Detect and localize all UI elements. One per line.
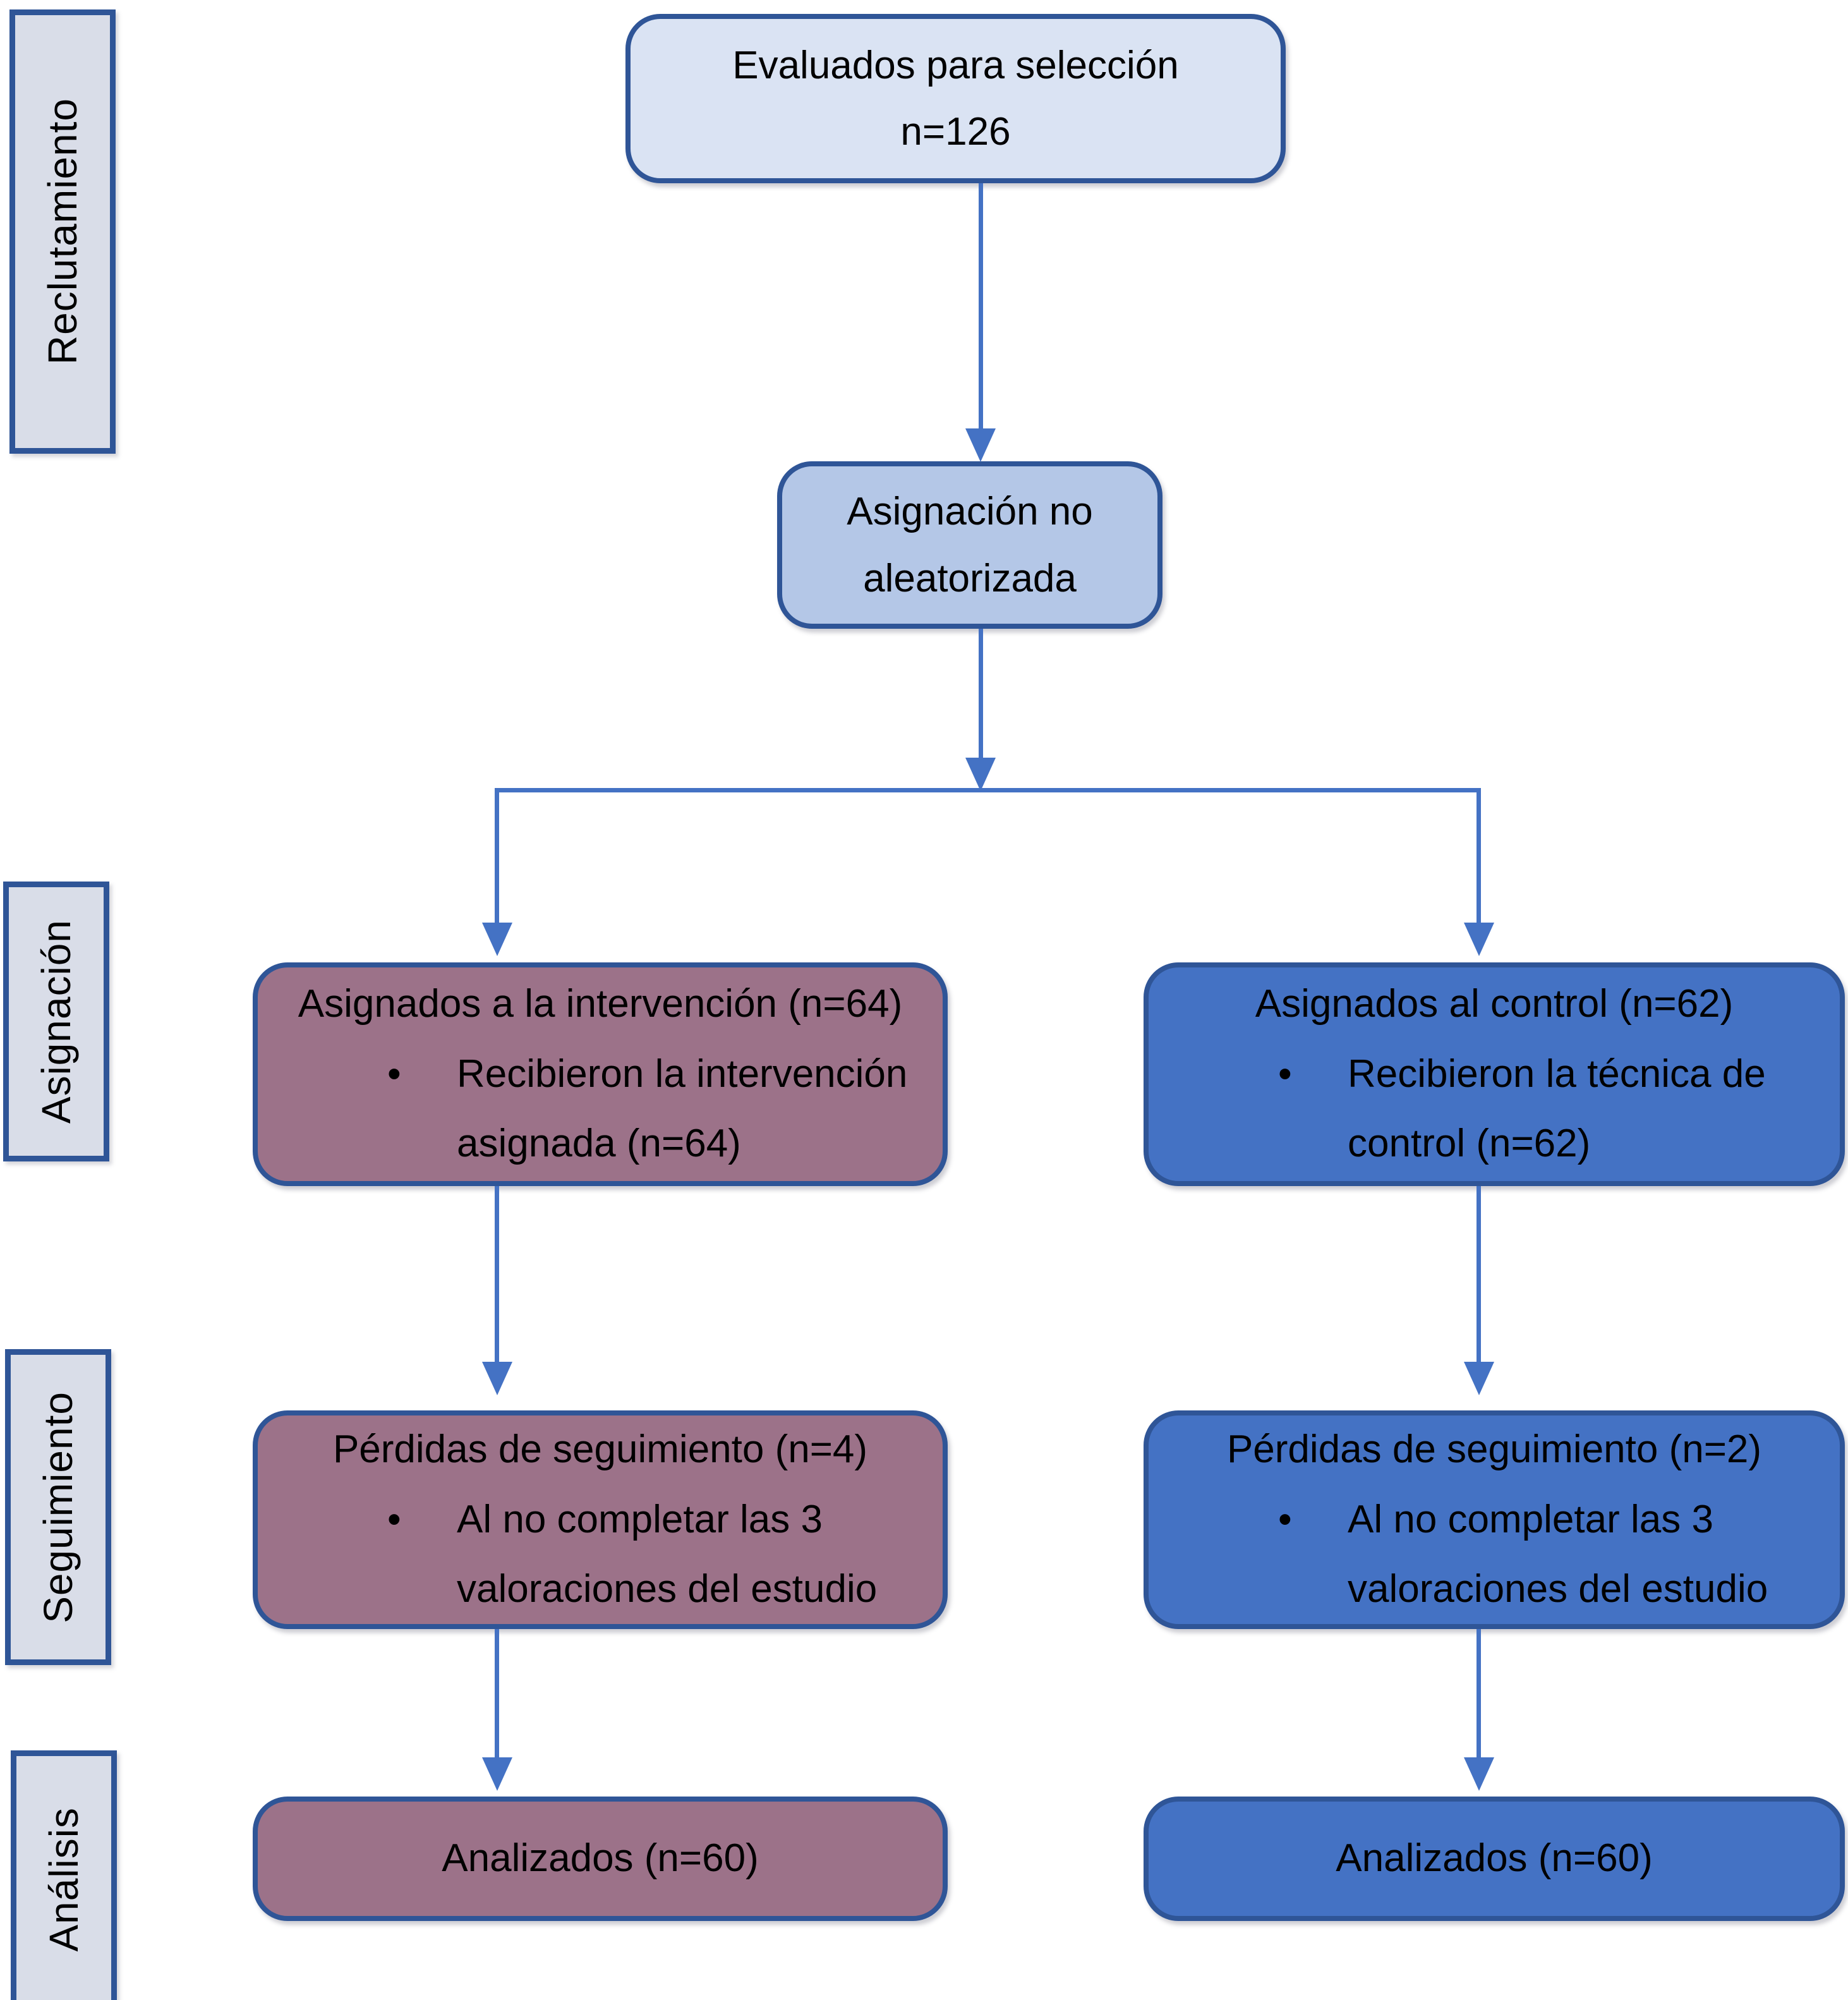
arrowhead-down-icon	[482, 923, 512, 956]
bullet-line: Al no completar las 3	[1348, 1497, 1713, 1541]
bullet-marker: •	[1278, 1052, 1292, 1096]
node-title: Analizados (n=60)	[1336, 1836, 1653, 1881]
arrowhead-down-icon	[482, 1757, 512, 1791]
stage-label-text: Seguimiento	[35, 1391, 81, 1623]
arrowhead-down-icon	[1464, 1362, 1494, 1395]
node-text: Asignación no	[847, 490, 1093, 534]
bullet-text: Al no completar las 3 valoraciones del e…	[457, 1485, 877, 1625]
bullet-line: Recibieron la intervención	[457, 1052, 908, 1096]
node-screened: Evaluados para selección n=126	[625, 14, 1286, 183]
stage-label-asignacion: Asignación	[3, 882, 109, 1161]
connector-followup-to-analyzed-control	[1477, 1629, 1481, 1759]
bullet-marker: •	[387, 1052, 401, 1096]
stage-label-text: Asignación	[33, 919, 79, 1124]
stage-label-text: Análisis	[41, 1807, 87, 1952]
arrowhead-down-icon	[1464, 923, 1494, 956]
arrowhead-down-icon	[1464, 1757, 1494, 1791]
connector-allocation-to-branch	[979, 629, 983, 758]
bullet-line: asignada (n=64)	[457, 1122, 741, 1166]
bullet-item: • Recibieron la intervención asignada (n…	[387, 1039, 930, 1179]
connector-followup-to-analyzed-intervention	[495, 1629, 499, 1759]
bullet-item: • Al no completar las 3 valoraciones del…	[387, 1485, 930, 1625]
node-intervention-allocated: Asignados a la intervención (n=64) • Rec…	[253, 962, 948, 1186]
node-control-allocated: Asignados al control (n=62) • Recibieron…	[1144, 962, 1845, 1186]
stage-label-reclutamiento: Reclutamiento	[9, 9, 116, 454]
node-intervention-followup: Pérdidas de seguimiento (n=4) • Al no co…	[253, 1410, 948, 1629]
node-title: Analizados (n=60)	[442, 1836, 759, 1881]
node-control-followup: Pérdidas de seguimiento (n=2) • Al no co…	[1144, 1410, 1845, 1629]
node-intervention-analyzed: Analizados (n=60)	[253, 1797, 948, 1921]
node-text: Evaluados para selección	[732, 43, 1179, 87]
connector-intervention-to-followup	[495, 1186, 499, 1363]
connector-screened-to-allocation	[979, 183, 983, 430]
bullet-text: Recibieron la intervención asignada (n=6…	[457, 1039, 907, 1179]
bullet-marker: •	[387, 1497, 401, 1541]
stage-label-analisis: Análisis	[11, 1750, 117, 2000]
node-control-analyzed: Analizados (n=60)	[1144, 1797, 1845, 1921]
bullet-line: Al no completar las 3	[457, 1497, 823, 1541]
bullet-item: • Recibieron la técnica de control (n=62…	[1278, 1039, 1827, 1179]
bullet-line: valoraciones del estudio	[1348, 1567, 1768, 1611]
node-title: Pérdidas de seguimiento (n=4)	[332, 1427, 868, 1472]
stage-label-text: Reclutamiento	[40, 98, 85, 365]
connector-control-to-followup	[1477, 1186, 1481, 1363]
arrowhead-down-icon	[482, 1362, 512, 1395]
bullet-text: Al no completar las 3 valoraciones del e…	[1348, 1485, 1768, 1625]
stage-label-seguimiento: Seguimiento	[5, 1349, 111, 1665]
connector-branch-to-intervention	[495, 788, 499, 924]
bullet-text: Recibieron la técnica de control (n=62)	[1348, 1039, 1766, 1179]
node-allocation-method: Asignación no aleatorizada	[777, 461, 1163, 629]
node-text: aleatorizada	[863, 556, 1077, 600]
bullet-line: valoraciones del estudio	[457, 1567, 878, 1611]
connector-branch-to-control	[1477, 788, 1481, 924]
bullet-line: Recibieron la técnica de	[1348, 1052, 1766, 1096]
bullet-line: control (n=62)	[1348, 1122, 1591, 1166]
node-title: Pérdidas de seguimiento (n=2)	[1226, 1427, 1762, 1472]
arrowhead-down-icon	[965, 758, 996, 791]
node-title: Asignados al control (n=62)	[1255, 982, 1734, 1026]
node-title: Asignados a la intervención (n=64)	[298, 982, 903, 1026]
bullet-marker: •	[1278, 1497, 1292, 1541]
connector-branch-horizontal	[495, 788, 1481, 792]
node-count: n=126	[900, 110, 1011, 154]
bullet-item: • Al no completar las 3 valoraciones del…	[1278, 1485, 1827, 1625]
arrowhead-down-icon	[965, 428, 996, 462]
